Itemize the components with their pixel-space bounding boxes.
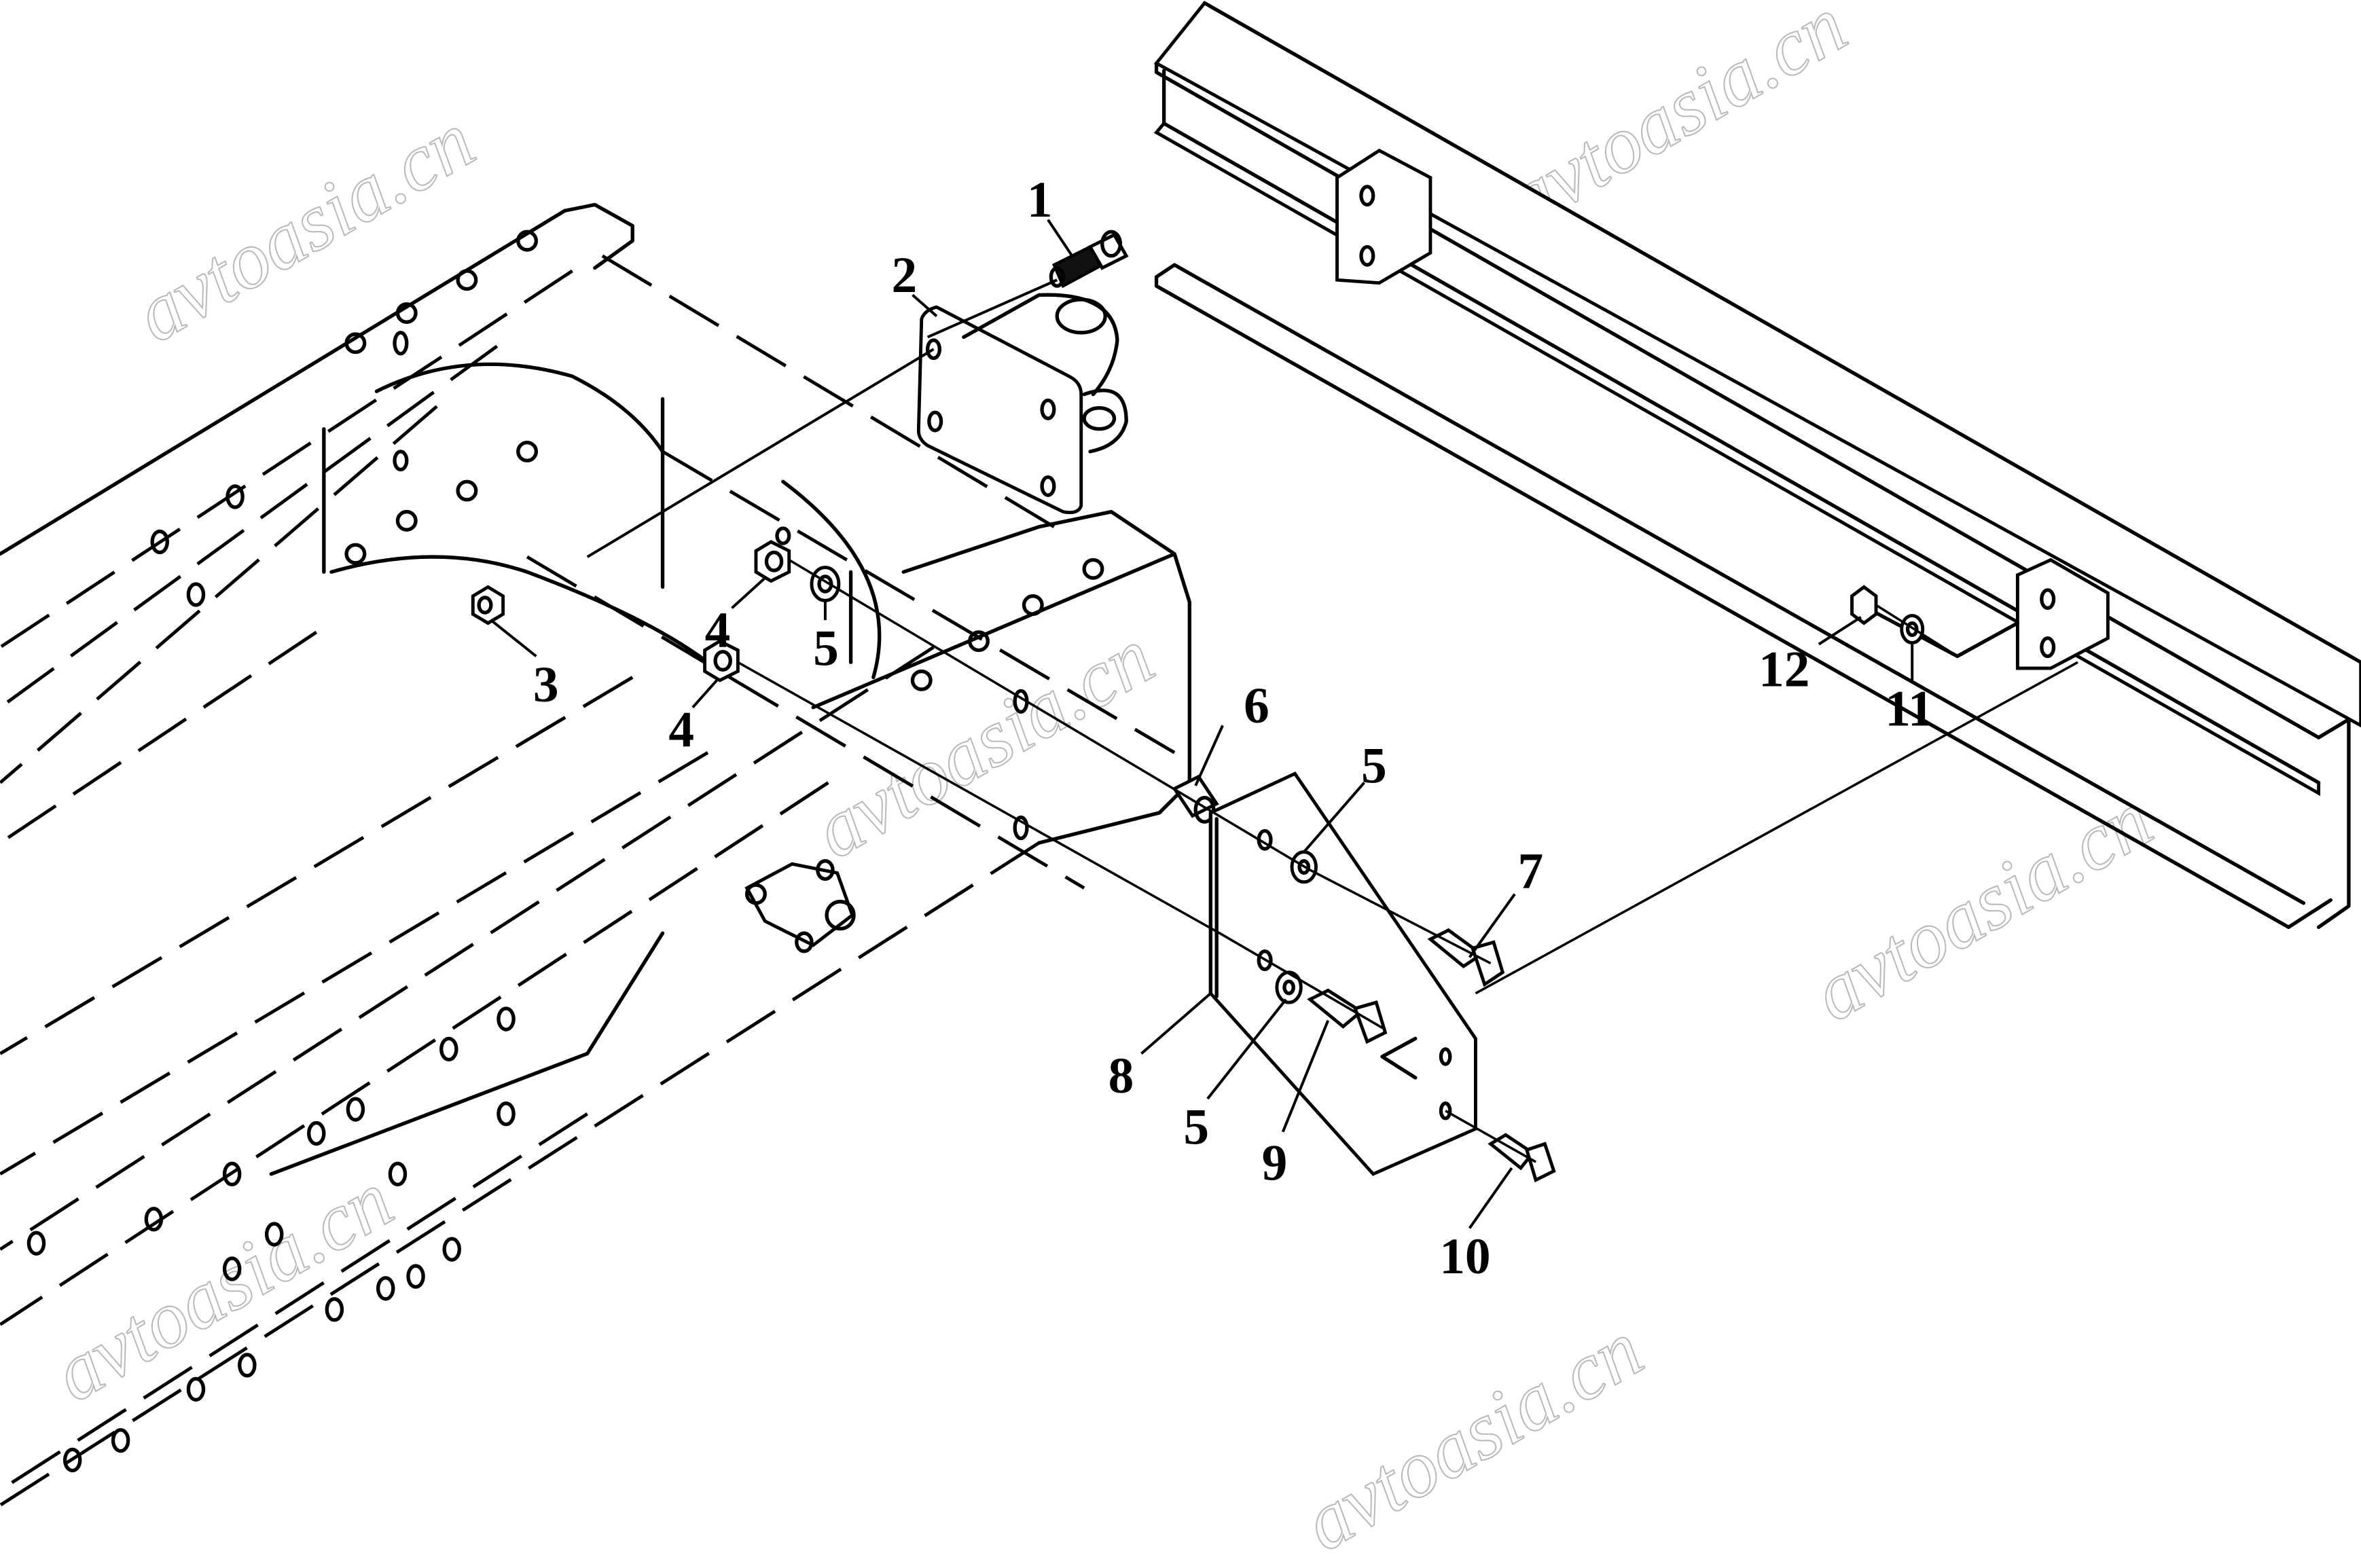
part-2-tow-hook-bracket [586,278,1128,558]
part-4-nut-lower [703,639,740,682]
rivet-holes [26,230,1104,1473]
callout-label-3: 3 [533,657,559,713]
callout-label-10: 10 [1439,1228,1490,1285]
callout-label-4: 4 [668,701,694,758]
part-5-washer-plate-lower [1275,970,1303,1004]
rear-crossbeam [1153,1,2361,929]
part-6-spacer [1172,774,1219,824]
small-hinge-bracket [744,859,856,953]
callout-label-2: 2 [891,247,917,304]
callout-labels: 1 2 3 4 4 5 6 5 7 8 5 9 10 12 11 [533,172,1934,1285]
chassis-frame [0,202,1191,1507]
callout-label-5: 5 [1183,1099,1209,1156]
callout-label-12: 12 [1759,642,1809,698]
assembly-axis-lines [737,558,2078,1163]
callout-label-7: 7 [1517,843,1543,900]
callout-label-6: 6 [1244,678,1269,734]
callout-label-1: 1 [1027,172,1053,228]
part-12-nut [1850,585,1878,625]
part-4-nut-upper [754,526,791,583]
callout-label-5: 5 [813,621,839,677]
part-1-bolt [1049,230,1129,289]
callout-label-11: 11 [1885,680,1933,737]
leader-lines [490,219,1914,1229]
callout-label-5: 5 [1361,738,1387,795]
callout-label-9: 9 [1262,1135,1288,1192]
part-3-nut [471,585,505,625]
callout-label-4: 4 [705,602,731,659]
callout-label-8: 8 [1109,1048,1134,1104]
part-5-washer-upper [810,566,841,602]
